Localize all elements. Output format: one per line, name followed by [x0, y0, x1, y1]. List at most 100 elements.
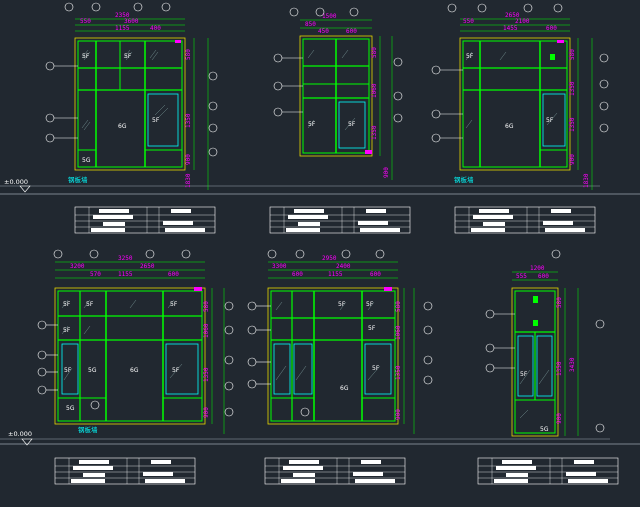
title-block-text-bar [83, 473, 105, 477]
elevation-w6[interactable]: 5F 5G 1200 555 600 580 1350 3430 900 [485, 249, 605, 437]
title-block-text-bar [294, 209, 324, 213]
svg-text:850: 850 [305, 21, 316, 28]
operable-sash [364, 343, 392, 395]
svg-text:1350: 1350 [556, 361, 563, 376]
pane-label: 5F [63, 327, 71, 334]
title-block-text-bar [103, 222, 125, 226]
elevation-w5[interactable]: 5F 5F 5F 6G 5F 2950 3300 600 2400 1155 6… [247, 249, 433, 434]
glass-hatch [519, 369, 550, 419]
title-block-text-bar [293, 473, 315, 477]
svg-text:900: 900 [203, 407, 210, 418]
title-block-text-bar [286, 228, 320, 232]
glass-hatch [275, 301, 381, 381]
operable-sash [338, 101, 366, 149]
svg-text:580: 580 [395, 301, 402, 312]
window-inner-frame [514, 290, 556, 434]
svg-text:1200: 1200 [530, 265, 545, 272]
title-block-text-bar [289, 460, 319, 464]
cladding-note: 钢板墙 [454, 175, 474, 184]
svg-text:1350: 1350 [371, 125, 378, 140]
title-block-text-bar [163, 221, 193, 225]
pane-label: 5F [348, 121, 356, 128]
pane-label: 5F [63, 301, 71, 308]
svg-text:450: 450 [318, 28, 329, 35]
top-dimension-chain: 1200 555 600 [512, 265, 558, 281]
svg-text:1500: 1500 [322, 13, 337, 20]
svg-text:550: 550 [80, 18, 91, 25]
pane-label: 5F [466, 53, 474, 60]
top-dimension-chain: 2350 550 3600 1155 400 [75, 12, 185, 32]
pane-label: 5F [308, 121, 316, 128]
svg-text:1830: 1830 [185, 173, 192, 188]
title-block-text-bar [545, 228, 585, 232]
handle-marker [550, 54, 555, 60]
elevation-w4[interactable]: 5F 5F 5F 5F 5F 5G 6G 5F 5G 3250 3200 570… [37, 249, 234, 434]
ground-level-bottom: ±0.000 [0, 430, 610, 446]
title-block-text-bar [473, 215, 513, 219]
svg-text:600: 600 [292, 271, 303, 278]
svg-text:3600: 3600 [124, 18, 139, 25]
window-inner-frame [57, 290, 203, 422]
title-block-text-bar [574, 460, 594, 464]
right-dimension-chain: 580 1350 1350 900 1830 [569, 38, 593, 190]
right-dimension-chain: 580 1060 1350 900 [371, 36, 393, 180]
pane-label: 5F [366, 301, 374, 308]
title-block-text-bar [361, 460, 381, 464]
pane-label: 5F [372, 365, 380, 372]
title-block [454, 206, 596, 234]
pane-label: 5F [170, 301, 178, 308]
operable-sash [61, 343, 79, 395]
dim-marker [365, 150, 372, 154]
level-label-top: ±0.000 [4, 178, 28, 186]
pane-label: 5F [86, 301, 94, 308]
svg-text:1350: 1350 [185, 113, 192, 128]
svg-text:600: 600 [538, 273, 549, 280]
title-block-text-bar [568, 479, 608, 483]
pane-label: 5F [152, 117, 160, 124]
title-block-text-bar [506, 473, 528, 477]
elevation-w1[interactable]: 5F 5F 6G 5F 5G 2350 550 3600 1155 400 58… [45, 2, 218, 190]
glass-hatch [307, 49, 356, 131]
pane-label: 6G [118, 123, 127, 130]
title-block-text-bar [99, 209, 129, 213]
elevation-w3[interactable]: 5F 6G 5F 2650 550 2100 1455 600 580 1350… [431, 3, 609, 190]
svg-text:1350: 1350 [569, 81, 576, 96]
title-block [74, 206, 216, 234]
title-block-text-bar [543, 221, 573, 225]
window-inner-frame [270, 290, 396, 422]
glass-hatch [465, 51, 558, 129]
right-dimension-chain: 580 1350 3430 900 [556, 288, 579, 436]
title-block-text-bar [551, 209, 571, 213]
title-block-text-bar [358, 221, 388, 225]
cladding-note: 钢板墙 [68, 175, 88, 184]
title-block-text-bar [281, 479, 315, 483]
pane-label: 6G [505, 123, 514, 130]
pane-label: 5G [82, 157, 91, 164]
pane-label: 5F [172, 367, 180, 374]
svg-text:1060: 1060 [395, 325, 402, 340]
operable-sash [542, 93, 566, 147]
svg-text:2400: 2400 [336, 263, 351, 270]
window-outer-frame [74, 37, 186, 171]
svg-text:600: 600 [546, 25, 557, 32]
title-block-text-bar [566, 472, 596, 476]
operable-sash [293, 343, 313, 395]
elevation-w2[interactable]: 5F 5F 1500 850 450 600 580 1060 1350 900 [273, 7, 403, 180]
window-inner-frame [462, 40, 568, 168]
svg-text:550: 550 [463, 18, 474, 25]
svg-text:1350: 1350 [203, 367, 210, 382]
operable-sash [147, 93, 179, 147]
handle-marker [533, 320, 538, 326]
svg-text:900: 900 [185, 154, 192, 165]
window-inner-frame [77, 40, 183, 168]
svg-text:1455: 1455 [503, 25, 518, 32]
title-block-text-bar [502, 460, 532, 464]
svg-text:3430: 3430 [569, 357, 576, 372]
detail-callout-icon [273, 7, 403, 123]
title-blocks [54, 206, 619, 485]
title-block-text-bar [288, 215, 328, 219]
top-dimension-chain: 2650 550 2100 1455 600 [460, 12, 570, 32]
glass-hatch [61, 299, 183, 381]
operable-sash [165, 343, 199, 395]
